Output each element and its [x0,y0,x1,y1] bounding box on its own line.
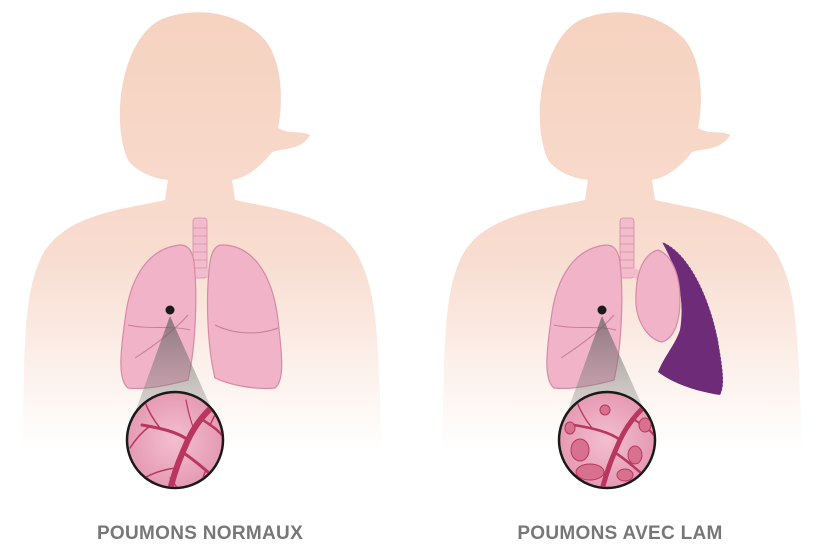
panel-lam-lungs: POUMONS AVEC LAM [430,0,810,550]
magnified-tissue-lam [559,392,657,490]
caption-lam-lungs: POUMONS AVEC LAM [430,523,810,545]
panel-normal-lungs: POUMONS NORMAUX [10,0,390,550]
normal-lungs-illustration [10,0,390,520]
lam-lungs-illustration [430,0,810,520]
location-marker [166,306,175,315]
location-marker [598,306,607,315]
magnified-tissue-normal [127,392,225,496]
caption-normal-lungs: POUMONS NORMAUX [10,523,390,545]
